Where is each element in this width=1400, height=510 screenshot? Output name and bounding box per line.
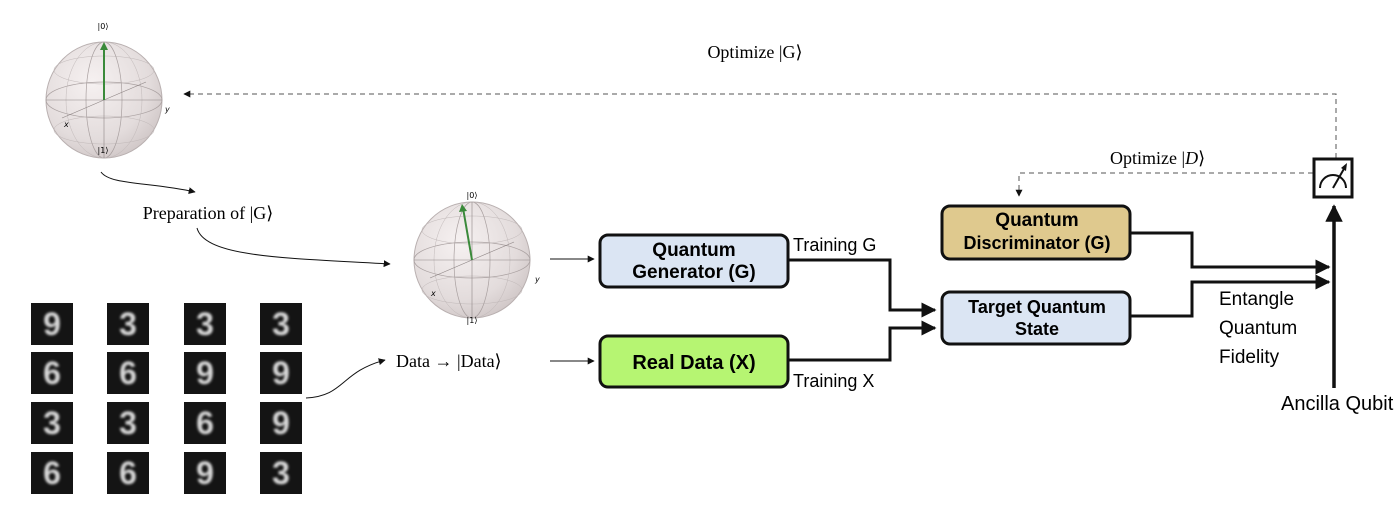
target-box-bg [940, 290, 1132, 346]
x-axis-label: x [430, 289, 436, 298]
digit-glyph: 9 [196, 355, 214, 391]
optimize-g-arrow [183, 90, 1337, 158]
discriminator-line1: Quantum [995, 210, 1078, 231]
training-x-wire [788, 320, 937, 362]
ket0-label: |0⟩ [467, 191, 478, 200]
measurement-meter-icon [1312, 157, 1354, 199]
digit-tile: 3 [107, 303, 149, 345]
target-wire [1130, 274, 1331, 318]
digit-glyph: 6 [43, 455, 61, 491]
digit-tile: 9 [260, 352, 302, 394]
real-data-label: Real Data (X) [632, 352, 755, 374]
digit-tile: 9 [184, 352, 226, 394]
digit-glyph: 3 [119, 306, 137, 342]
digit-glyph: 3 [272, 455, 290, 491]
preparation-label: Preparation of |G⟩ [143, 203, 274, 223]
data-source-arrow [305, 358, 386, 399]
prep-arrow-1 [100, 171, 196, 195]
training-x-label: Training X [793, 371, 874, 391]
generator-line2: Generator (G) [632, 262, 756, 283]
state-vector [462, 207, 473, 261]
prep-arrow-2 [196, 227, 391, 268]
digit-tile: 3 [184, 303, 226, 345]
digit-tile: 6 [31, 352, 73, 394]
discriminator-line2: Discriminator (G) [963, 233, 1110, 253]
digit-tile: 9 [184, 452, 226, 494]
digit-tile: 6 [31, 452, 73, 494]
target-line1: Target Quantum [968, 297, 1106, 317]
ket1-label: |1⟩ [467, 316, 478, 325]
x-axis-label: x [63, 120, 69, 129]
ket0-label: |0⟩ [98, 22, 109, 31]
digit-glyph: 6 [43, 355, 61, 391]
quantum-generator-box: Quantum Generator (G) [598, 233, 790, 289]
digit-glyph: 9 [43, 306, 61, 342]
digit-glyph: 3 [43, 405, 61, 441]
digit-tile: 3 [31, 402, 73, 444]
digit-glyph: 6 [119, 355, 137, 391]
digit-tile: 9 [260, 402, 302, 444]
real-data-box: Real Data (X) [598, 334, 790, 389]
target-quantum-state-box: Target Quantum State [940, 290, 1132, 346]
discriminator-wire [1130, 231, 1331, 275]
digit-glyph: 3 [119, 405, 137, 441]
digit-glyph: 6 [119, 455, 137, 491]
ket1-label: |1⟩ [98, 146, 109, 155]
digit-glyph: 3 [196, 306, 214, 342]
digit-glyph: 9 [272, 405, 290, 441]
mnist-digit-grid: 9 3 3 3 6 6 9 9 3 3 6 9 6 6 9 3 [31, 303, 302, 494]
optimize-d-arrow [1015, 172, 1313, 197]
ancilla-qubit-label: Ancilla Qubit [1281, 393, 1394, 415]
generator-line1: Quantum [652, 240, 735, 261]
digit-tile: 6 [107, 352, 149, 394]
digit-tile: 9 [31, 303, 73, 345]
y-axis-label: y [164, 105, 170, 114]
digit-tile: 6 [107, 452, 149, 494]
digit-tile: 3 [107, 402, 149, 444]
optimize-d-label: Optimize |D⟩ [1110, 148, 1205, 168]
quantum-discriminator-box: Quantum Discriminator (G) [940, 204, 1132, 261]
digit-glyph: 9 [272, 355, 290, 391]
digit-glyph: 3 [272, 306, 290, 342]
entangle-label: Entangle [1219, 289, 1294, 310]
data-state-label: Data → |Data⟩ [396, 351, 502, 371]
quantum-label: Quantum [1219, 318, 1297, 339]
target-line2: State [1015, 319, 1059, 339]
digit-glyph: 9 [196, 455, 214, 491]
fidelity-label: Fidelity [1219, 347, 1280, 368]
digit-tile: 3 [260, 452, 302, 494]
digit-tile: 6 [184, 402, 226, 444]
training-g-wire [788, 258, 937, 318]
y-axis-label: y [534, 275, 540, 284]
bloch-sphere-middle: |0⟩ |1⟩ x y [413, 191, 540, 325]
digit-glyph: 6 [196, 405, 214, 441]
bloch-sphere-top: |0⟩ |1⟩ x y [45, 22, 170, 159]
optimize-g-label: Optimize |G⟩ [707, 42, 802, 62]
digit-tile: 3 [260, 303, 302, 345]
training-g-label: Training G [793, 235, 876, 255]
